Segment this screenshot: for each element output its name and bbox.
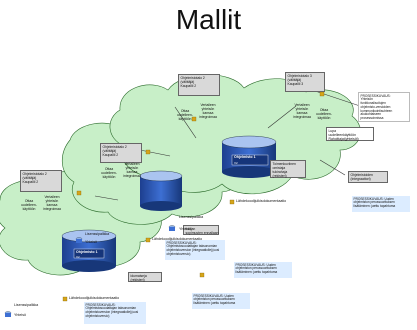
software-name-label-back: Ohjelmisto 1 xyxy=(76,250,98,254)
source-box-4: Ohjelmistotalo 2(välittäjä)Kaupallii 2 xyxy=(20,170,62,192)
software-version-label-back: V2 xyxy=(76,255,80,259)
legend-community-3: Yhteisö xyxy=(14,313,26,317)
software-name-label: Ohjelmisto 1 xyxy=(234,155,256,159)
doc-label-3: Lähdekoodijulkisdokumentaatio xyxy=(69,296,120,300)
legend-icons xyxy=(4,225,176,317)
doc-label-2: Lähdekoodijulkisdokumentaatio xyxy=(152,237,203,241)
source-box-1: Ohjelmistotalo 2(välittäjä)Kaupallii 2 xyxy=(178,74,220,96)
plugin-icons xyxy=(62,91,325,302)
legend-community-1: Yhteisö xyxy=(179,227,191,231)
legend-license-2: Lisenssipalikka xyxy=(85,232,110,236)
legend-license-3: Lisenssipalikka xyxy=(14,303,39,307)
process-note-mid: PROSESSIKUVAUS:Ohjelmistosuodattajan tak… xyxy=(165,240,225,260)
legend-license-1: Lisenssipalikka xyxy=(179,215,204,219)
page-title: Mallit xyxy=(175,4,242,35)
legend-community-2: Yhteisö xyxy=(85,240,97,244)
database-icon-back xyxy=(61,229,117,272)
source-box-3: Ohjelmistotalo 2(välittäjä)Kaupallii 2 xyxy=(100,143,142,163)
process-note-bottom: PROSESSIKUVAUS:Ohjelmistosuodattajan tak… xyxy=(84,302,146,324)
ohjelmistoiden-box: Ohjelmistoiden(integraattori) xyxy=(348,171,388,183)
software-version-label: V2 xyxy=(234,161,238,165)
database-icon-front xyxy=(221,135,277,178)
database-icon-mid xyxy=(139,170,183,211)
idumaiseja-box: idumaiseja(rekisteri) xyxy=(128,272,162,282)
source-box-2: Ohjelmistotalo 3(välittäjä)Kaupallii 3 xyxy=(285,72,325,92)
doc-label-1: Lähdekoodijulkisdokumentaatio xyxy=(236,199,287,203)
